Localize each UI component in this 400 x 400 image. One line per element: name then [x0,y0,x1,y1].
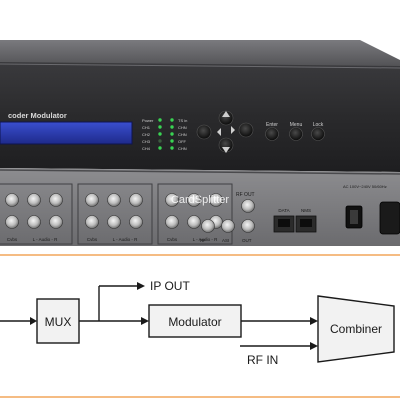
status-led [158,118,162,122]
arrow-right-icon [231,126,235,134]
data-port-label: DATA [278,208,289,213]
asi-port-2[interactable] [221,219,235,233]
lock-button[interactable] [311,127,325,141]
bnc-connector[interactable] [5,193,19,207]
power-socket[interactable] [379,201,400,235]
ip-out-arrowhead [137,282,145,290]
rf-out-label: RF OUT [236,192,255,198]
lock-button-label: Lock [313,122,324,128]
enter-button-label: Enter [266,122,278,128]
mux-box [36,298,80,344]
power-section: AC 100V~240V 50/60Hz [343,184,400,235]
bnc-connector[interactable] [107,215,121,229]
bnc-connector[interactable] [49,193,63,207]
ethernet-ports: DATA NMS [273,208,317,233]
bnc-connector[interactable] [165,215,179,229]
bnc-connector[interactable] [85,215,99,229]
bnc-connector[interactable] [85,193,99,207]
bnc-connector[interactable] [209,193,223,207]
rf-asi-ports: RF OUT RF ASI OUT [200,192,255,243]
front-panel-title: coder Modulator [8,111,67,120]
combiner-label: Combiner [330,322,382,336]
bnc-connector[interactable] [5,215,19,229]
modulator-arrowhead [141,317,149,325]
audio-label: L - Audio - R [193,237,219,242]
diagram-labels: MUX Modulator Combiner IP OUT RF IN [45,279,382,367]
input-module [157,183,233,245]
status-led [170,118,174,122]
enter-button[interactable] [265,127,279,141]
led-label: Power [142,118,154,123]
rf-in-label: RF IN [247,353,278,367]
asi-out-label: ASI [222,238,229,243]
status-led [170,139,174,143]
asi-port-3[interactable] [241,219,255,233]
cvbs-label: Cvbs [7,237,18,242]
bnc-connector[interactable] [27,193,41,207]
bnc-connector[interactable] [187,215,201,229]
status-led [170,132,174,136]
bnc-connector[interactable] [27,215,41,229]
menu-button[interactable] [289,127,303,141]
led-status-label: CHN [178,132,187,137]
modulator-box [148,304,242,338]
input-module [77,183,153,245]
mux-label: MUX [45,315,72,329]
input-arrowhead [30,317,37,325]
status-led [158,132,162,136]
audio-label: L - Audio - R [113,237,139,242]
cvbs-label: Cvbs [87,237,98,242]
rf-out-port[interactable] [241,199,255,213]
arrow-left-icon [217,128,221,136]
bnc-connector[interactable] [107,193,121,207]
led-status-label: TS in [178,118,187,123]
led-status-label: CHN [178,125,187,130]
status-led [170,146,174,150]
bnc-connector[interactable] [165,193,179,207]
rf-in-arrowhead [310,342,318,350]
status-led [170,125,174,129]
menu-button-label: Menu [290,122,303,128]
bnc-connector[interactable] [129,193,143,207]
led-status-label: CHN [178,146,187,151]
lcd-display [0,121,133,145]
block-diagram [0,282,395,363]
bnc-connector[interactable] [129,215,143,229]
out-label: OUT [242,238,252,243]
led-label: CH3 [142,139,151,144]
led-label: CH2 [142,132,151,137]
status-led [158,139,162,143]
power-rating-label: AC 100V~240V 50/60Hz [343,184,387,189]
asi-label: RF [200,238,206,243]
watermark: CardSplitter [171,194,229,206]
bnc-connector[interactable] [49,215,63,229]
led-status-label: OFF [178,139,187,144]
cvbs-label: Cvbs [167,237,178,242]
navigation-pad [196,110,254,153]
nav-left-button[interactable] [196,124,212,140]
led-label: CH4 [142,146,151,151]
input-module [0,183,73,245]
input-modules: Cvbs L - Audio - R Cvbs L - Audio - R Cvbs L … [0,183,233,245]
function-buttons: Enter Menu Lock [265,122,325,141]
ip-out-label: IP OUT [150,279,190,293]
bnc-connector[interactable] [187,193,201,207]
combiner-shape [317,295,395,363]
status-led [158,125,162,129]
led-label: CH1 [142,125,151,130]
rear-panel [0,168,400,246]
nms-port-label: NMS [301,208,311,213]
combiner-arrowhead [310,317,318,325]
audio-label: L - Audio - R [33,237,59,242]
modulator-label: Modulator [168,315,221,329]
nav-right-button[interactable] [238,122,254,138]
arrow-up-icon [222,111,230,117]
asi-port-1[interactable] [201,219,215,233]
arrow-down-icon [222,147,230,153]
status-led [158,146,162,150]
